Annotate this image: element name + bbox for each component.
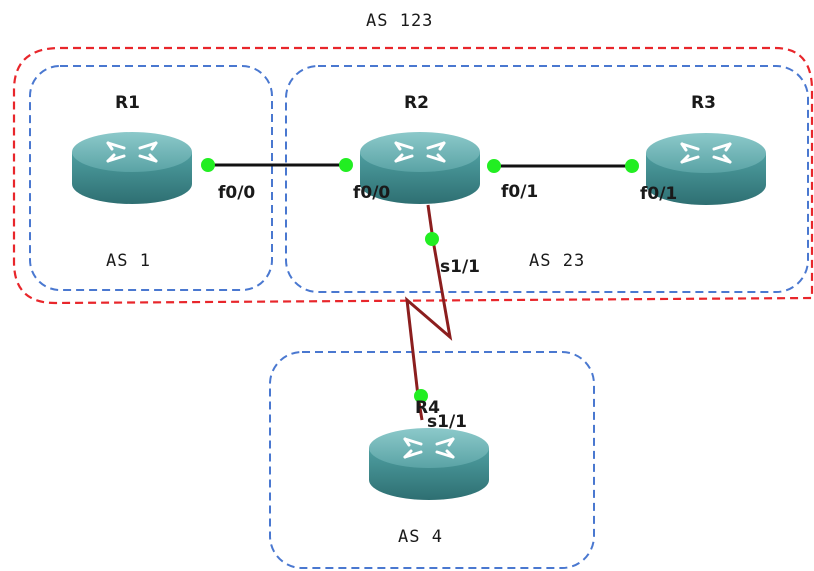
router-r1[interactable] — [70, 130, 194, 206]
if-label-r3-f0-1: f0/1 — [640, 184, 677, 204]
if-label-r2-f0-1: f0/1 — [501, 182, 538, 202]
router-r2-label: R2 — [404, 93, 429, 113]
as-23-label: AS 23 — [529, 251, 585, 271]
as-4-boundary — [269, 351, 595, 569]
port-r1-f0-0 — [201, 158, 215, 172]
router-r4-label: R4 — [415, 398, 440, 418]
router-r3-label: R3 — [691, 93, 716, 113]
router-r4[interactable] — [367, 426, 491, 502]
as-4-label: AS 4 — [398, 527, 443, 547]
if-label-r2-s1-1: s1/1 — [440, 257, 480, 277]
router-r1-label: R1 — [115, 93, 140, 113]
as-123-boundary — [12, 46, 814, 305]
as-23-boundary — [285, 65, 809, 293]
as-1-label: AS 1 — [106, 251, 151, 271]
port-r2-f0-1 — [487, 159, 501, 173]
if-label-r4-s1-1: s1/1 — [427, 412, 467, 432]
as-1-boundary — [29, 65, 273, 291]
port-r2-s1-1 — [425, 232, 439, 246]
as-123-label: AS 123 — [366, 11, 433, 31]
port-r2-f0-0 — [339, 158, 353, 172]
if-label-r2-f0-0: f0/0 — [353, 183, 390, 203]
port-r3-f0-1 — [625, 159, 639, 173]
port-r4-s1-1 — [414, 389, 428, 403]
if-label-r1-f0-0: f0/0 — [218, 183, 255, 203]
